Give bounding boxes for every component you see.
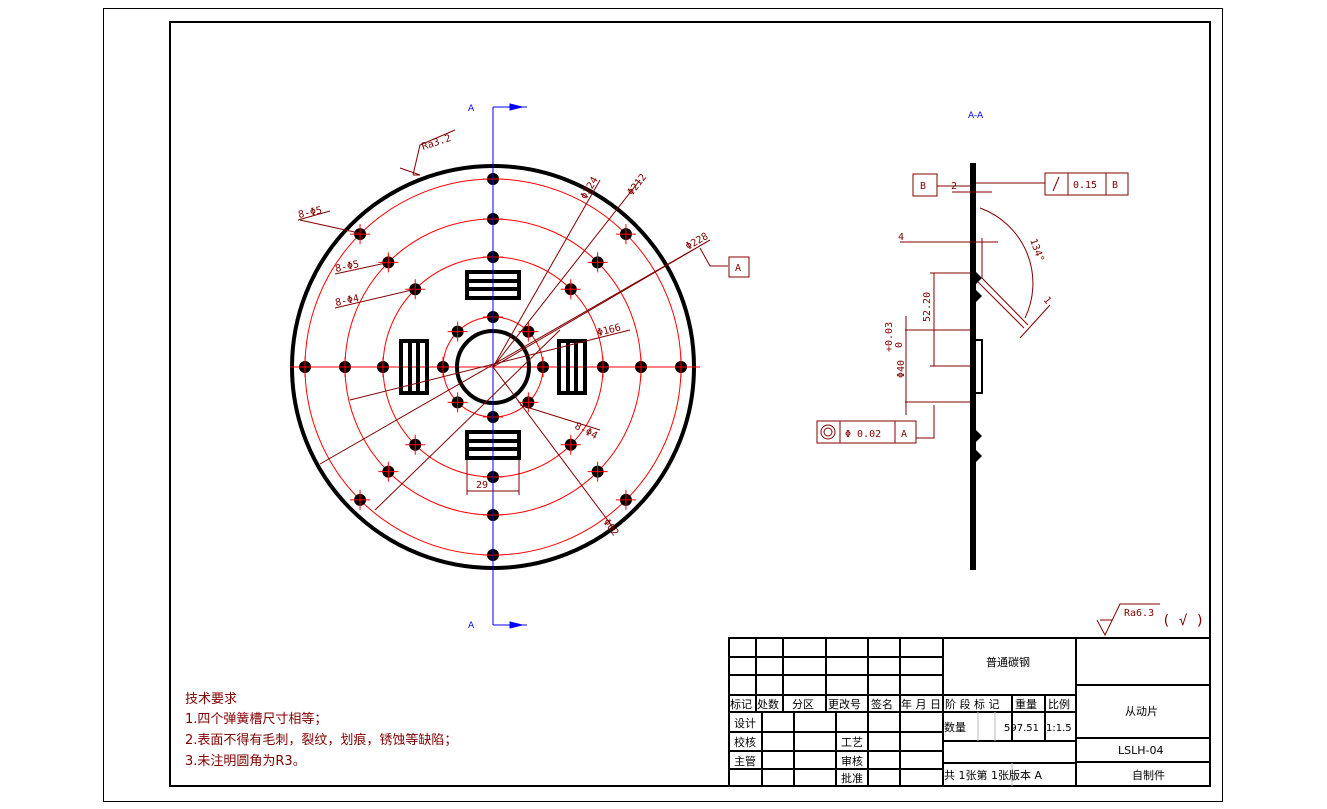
hole-centermark bbox=[560, 434, 581, 455]
hole-centermark bbox=[378, 461, 399, 482]
runout-datum: B bbox=[1112, 180, 1118, 191]
slot-left bbox=[399, 339, 429, 395]
label-d166: Φ166 bbox=[596, 322, 622, 339]
label-d212: Φ212 bbox=[626, 172, 650, 198]
dim-4: 4 bbox=[898, 232, 904, 243]
hole-centermark bbox=[373, 357, 393, 377]
tb-header-count: 处数 bbox=[757, 698, 779, 711]
tb-weight: 重量 bbox=[1015, 697, 1037, 711]
tb-quantity: 数量 bbox=[944, 721, 966, 734]
datum-a-box bbox=[728, 256, 750, 278]
hole-centermark bbox=[405, 434, 426, 455]
sheet-inner-border bbox=[169, 21, 1211, 787]
hole-centermark bbox=[587, 252, 608, 273]
hole-centermark bbox=[560, 279, 581, 300]
tol-upper: +0.03 bbox=[884, 322, 895, 352]
tech-req-item: 2.表面不得有毛刺，裂纹，划痕，锈蚀等缺陷； bbox=[185, 732, 457, 748]
tb-process: 工艺 bbox=[841, 736, 863, 749]
tb-header-date: 年 月 日 bbox=[901, 697, 941, 711]
section-cut-line bbox=[492, 103, 527, 629]
dim-52: 52.20 bbox=[922, 292, 933, 322]
datum-b-box bbox=[912, 173, 938, 197]
dimension-lines bbox=[297, 129, 728, 531]
tb-scale: 比例 bbox=[1048, 697, 1070, 711]
dim-1: 1 bbox=[1041, 295, 1053, 307]
disc-profile bbox=[970, 163, 976, 570]
runout-value: 0.15 bbox=[1073, 180, 1097, 191]
hole-centermark bbox=[350, 489, 371, 510]
tb-review: 审核 bbox=[841, 754, 863, 768]
dim-2: 2 bbox=[951, 181, 957, 192]
sheet-outer-border bbox=[103, 8, 1223, 802]
label-holes-outer: 8-Φ5 bbox=[297, 205, 323, 221]
tb-check: 校核 bbox=[734, 735, 756, 749]
hole-centermark bbox=[671, 357, 691, 377]
concentricity-value: Φ 0.02 bbox=[845, 429, 881, 440]
tb-stage-mark: 阶 段 标 记 bbox=[945, 697, 1000, 711]
roughness-general-value: Ra6.3 bbox=[1124, 608, 1154, 619]
dim-d40: Φ40 bbox=[896, 360, 907, 378]
hole-centermark bbox=[433, 357, 453, 377]
dim-angle: 134° bbox=[1027, 237, 1046, 263]
tech-req-item: 3.未注明圆角为R3。 bbox=[185, 754, 306, 769]
tb-approve: 批准 bbox=[841, 771, 863, 785]
roughness-symbol bbox=[1096, 603, 1160, 637]
hole-centermark bbox=[593, 357, 613, 377]
hole-centermark bbox=[533, 357, 553, 377]
tb-material: 普通碳钢 bbox=[986, 655, 1030, 669]
tech-req-title: 技术要求 bbox=[185, 692, 237, 707]
tb-manager: 主管 bbox=[734, 754, 756, 768]
hole-centermark bbox=[615, 224, 636, 245]
hole-centermark bbox=[587, 461, 608, 482]
tb-weight-value: 597.51 bbox=[1004, 723, 1039, 734]
label-d228: Φ228 bbox=[684, 231, 710, 253]
tb-header-mark: 标记 bbox=[730, 697, 752, 711]
hole-centermark bbox=[447, 392, 468, 413]
concentricity-datum: A bbox=[901, 429, 907, 440]
runout-frame bbox=[1044, 172, 1129, 196]
tb-source: 自制件 bbox=[1132, 769, 1165, 782]
tech-req-item: 1.四个弹簧槽尺寸相等； bbox=[185, 711, 327, 727]
tb-part-name: 从动片 bbox=[1125, 705, 1158, 718]
tb-drawing-no: LSLH-04 bbox=[1118, 744, 1163, 757]
hole-centermark bbox=[518, 321, 539, 342]
hole-centermark bbox=[615, 489, 636, 510]
hole-centermark bbox=[350, 224, 371, 245]
hole-centermark bbox=[518, 392, 539, 413]
tb-sheets: 共 1张第 1张版本 A bbox=[944, 768, 1042, 782]
hole-centermark bbox=[447, 321, 468, 342]
section-title: A-A bbox=[968, 111, 984, 121]
section-label-top: A bbox=[468, 104, 475, 114]
tb-header-zone: 分区 bbox=[792, 698, 814, 711]
datum-b-label: B bbox=[920, 181, 926, 192]
section-view: A-A B 2 4 52.20 134° 1 Φ40 +0.03 0 0.1 bbox=[816, 111, 1129, 570]
hole-centermark bbox=[335, 357, 355, 377]
front-view: A A A Ra3.2 8-Φ5 8-Φ5 8-Φ4 8-Φ4 Φ224 Φ21… bbox=[290, 103, 750, 631]
title-block bbox=[728, 637, 1211, 787]
roughness-ra32: Ra3.2 bbox=[421, 133, 453, 153]
tol-lower: 0 bbox=[894, 342, 905, 348]
label-holes-inner: 8-Φ4 bbox=[334, 293, 360, 309]
label-holes-mid: 8-Φ5 bbox=[334, 259, 360, 275]
section-label-bottom: A bbox=[468, 621, 475, 631]
title-block-fine-lines bbox=[977, 712, 1013, 786]
label-slot-width: 29 bbox=[476, 480, 488, 491]
tb-header-change: 更改号 bbox=[828, 697, 861, 711]
tb-header-sign: 签名 bbox=[871, 697, 893, 711]
hole-centermark bbox=[631, 357, 651, 377]
tb-design: 设计 bbox=[734, 717, 756, 730]
slot-right bbox=[557, 339, 587, 395]
hole-centermark bbox=[378, 252, 399, 273]
tb-scale-value: 1:1.5 bbox=[1046, 723, 1072, 734]
hole-centermark bbox=[295, 357, 315, 377]
concentricity-frame bbox=[816, 420, 917, 444]
roughness-general-suffix: ( √ ) bbox=[1162, 613, 1204, 629]
datum-a-label: A bbox=[735, 263, 741, 274]
